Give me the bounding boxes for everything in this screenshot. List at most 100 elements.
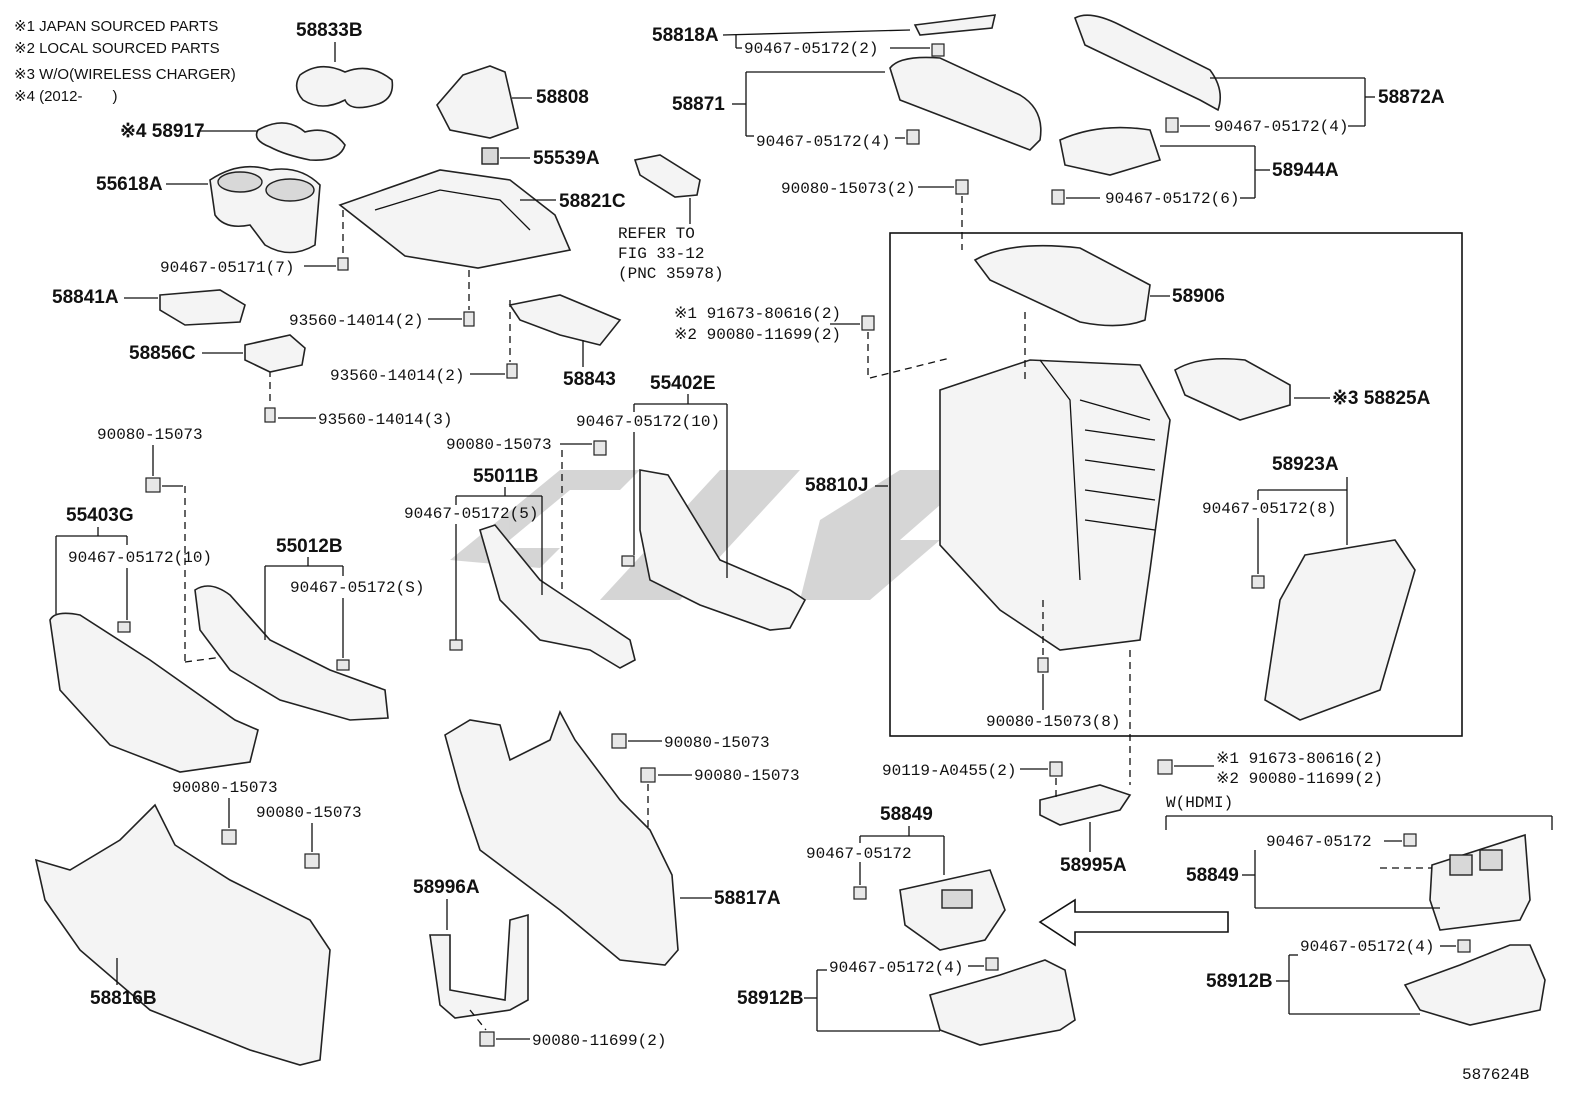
part-58871: 58871 90467-05172(4) — [672, 56, 1042, 151]
label-58872A: 58872A — [1378, 87, 1445, 108]
fasteners-top-left: 90467-05171(7) 93560-14014(2) 93560-1401… — [160, 210, 518, 429]
label-90467-05172-4d: 90467-05172(4) — [1300, 938, 1434, 956]
label-90467-05172-8: 90467-05172(8) — [1202, 500, 1336, 518]
part-55403G: 55403G 90467-05172(10) — [49, 505, 259, 773]
label-58841A: 58841A — [52, 287, 119, 308]
label-55403G: 55403G — [66, 505, 134, 526]
refer-line-2: FIG 33-12 — [618, 245, 704, 263]
label-58808: 58808 — [536, 87, 589, 108]
label-90467-05172-S: 90467-05172(S) — [290, 579, 424, 597]
label-58821C: 58821C — [559, 191, 626, 212]
label-90467-05172-a: 90467-05172 — [806, 845, 912, 863]
fasteners-middle-bottom: 90080-15073 90080-15073 — [611, 733, 800, 830]
part-58856C: 58856C — [129, 334, 306, 373]
label-90080-11699-2c: 90080-11699(2) — [532, 1032, 666, 1050]
fastener-90080-15073-b: 90080-15073 — [97, 426, 231, 663]
part-55539A: 55539A — [481, 147, 600, 169]
legend-notes: ※1 JAPAN SOURCED PARTS ※2 LOCAL SOURCED … — [14, 18, 236, 105]
label-58818A: 58818A — [652, 25, 719, 46]
refer-note: REFER TO FIG 33-12 (PNC 35978) — [618, 154, 724, 283]
refer-line-1: REFER TO — [618, 225, 695, 243]
label-58843: 58843 — [563, 369, 616, 390]
label-90467-05172-10a: 90467-05172(10) — [576, 413, 720, 431]
part-58841A: 58841A — [52, 287, 246, 326]
note-2: ※2 LOCAL SOURCED PARTS — [14, 40, 220, 57]
note-3: ※3 W/O(WIRELESS CHARGER) — [14, 66, 236, 83]
part-55402E: 55402E 90467-05172(10) — [576, 373, 807, 631]
label-58856C: 58856C — [129, 343, 196, 364]
label-58996A: 58996A — [413, 877, 480, 898]
label-91673-80616-2b: ※1 91673-80616(2) — [1216, 750, 1383, 768]
label-55402E: 55402E — [650, 373, 716, 394]
label-58917: ※4 58917 — [120, 121, 205, 142]
label-90467-05172-4b: 90467-05172(4) — [1214, 118, 1348, 136]
part-58944A: 58944A 90467-05172(6) — [1051, 126, 1339, 208]
label-58871: 58871 — [672, 94, 725, 115]
label-90467-05172-4c: 90467-05172(4) — [829, 959, 963, 977]
part-58996A: 58996A 90080-11699(2) — [413, 877, 666, 1050]
label-58912Ba: 58912B — [737, 988, 804, 1009]
label-58833B: 58833B — [296, 20, 363, 41]
label-55012B: 55012B — [276, 536, 343, 557]
label-93560-14014-2b: 93560-14014(2) — [330, 367, 464, 385]
part-58816B: 58816B — [34, 803, 331, 1066]
label-90080-15073-b: 90080-15073 — [97, 426, 203, 444]
label-90467-05172-6: 90467-05172(6) — [1105, 190, 1239, 208]
label-58817A: 58817A — [714, 888, 781, 909]
fasteners-bottom-left: 90080-15073 90080-15073 — [172, 779, 362, 869]
refer-line-3: (PNC 35978) — [618, 265, 724, 283]
label-90467-05172-10b: 90467-05172(10) — [68, 549, 212, 567]
note-1: ※1 JAPAN SOURCED PARTS — [14, 18, 218, 35]
part-55012B: 55012B 90467-05172(S) — [194, 536, 424, 721]
label-90080-15073-e: 90080-15073 — [664, 734, 770, 752]
part-58818A: 58818A 90467-05172(2) — [652, 14, 997, 58]
fastener-90080-15073-2: 90080-15073(2) — [781, 179, 969, 250]
part-58917: ※4 58917 — [120, 121, 346, 162]
label-93560-14014-2a: 93560-14014(2) — [289, 312, 423, 330]
label-90080-15073-a: 90080-15073 — [446, 436, 552, 454]
label-58825A: ※3 58825A — [1332, 388, 1431, 409]
label-90080-15073-f: 90080-15073 — [694, 767, 800, 785]
part-58849-standard: 58849 90467-05172 — [806, 804, 1006, 951]
label-90467-05172-5: 90467-05172(5) — [404, 505, 538, 523]
diagram-id: 587624B — [1462, 1066, 1529, 1084]
label-90080-15073-2: 90080-15073(2) — [781, 180, 915, 198]
label-58906: 58906 — [1172, 286, 1225, 307]
label-90467-05172-4a: 90467-05172(4) — [756, 133, 890, 151]
label-91673-80616-2a: ※1 91673-80616(2) — [674, 305, 841, 323]
label-90080-11699-2a: ※2 90080-11699(2) — [674, 326, 841, 344]
fastener-90080-15073-a: 90080-15073 — [446, 436, 607, 590]
label-55011B: 55011B — [473, 466, 539, 487]
part-58808: 58808 — [436, 65, 589, 139]
part-58833B: 58833B — [295, 20, 394, 109]
part-58817A: 58817A — [444, 710, 781, 966]
label-58810J: 58810J — [805, 475, 868, 496]
label-58912Bb: 58912B — [1206, 971, 1273, 992]
part-55011B: 55011B 90467-05172(5) — [404, 466, 636, 669]
part-58872A: 58872A 90467-05172(4) — [1074, 14, 1445, 136]
part-58821C: 58821C — [338, 169, 626, 269]
label-58923A: 58923A — [1272, 454, 1339, 475]
label-55539A: 55539A — [533, 148, 600, 169]
label-58944A: 58944A — [1272, 160, 1339, 181]
label-90119-A0455-2: 90119-A0455(2) — [882, 762, 1016, 780]
part-58912B-hdmi: 58912B 90467-05172(4) — [1206, 938, 1546, 1026]
part-55618A: 55618A — [96, 165, 321, 254]
label-90467-05172-2: 90467-05172(2) — [744, 40, 878, 58]
label-93560-14014-3: 93560-14014(3) — [318, 411, 452, 429]
label-90080-15073-8: 90080-15073(8) — [986, 713, 1120, 731]
note-4: ※4 (2012- ) — [14, 88, 117, 105]
label-55618A: 55618A — [96, 174, 163, 195]
part-58843: 58843 — [508, 294, 622, 390]
hdmi-variant: W(HDMI) 58849 90467-05172 — [1165, 794, 1553, 931]
part-58995A: 58995A 90119-A0455(2) ※1 91673-80616(2) … — [882, 650, 1383, 876]
console-box-group: 58906 58810J ※3 58825A 58923A 90467-0517… — [674, 232, 1463, 737]
label-58849a: 58849 — [880, 804, 933, 825]
label-58995A: 58995A — [1060, 855, 1127, 876]
direction-arrow — [1038, 898, 1229, 947]
label-90080-15073-c: 90080-15073 — [172, 779, 278, 797]
label-whdmi: W(HDMI) — [1166, 794, 1233, 812]
label-58816B: 58816B — [90, 988, 157, 1009]
label-90467-05171-7: 90467-05171(7) — [160, 259, 294, 277]
